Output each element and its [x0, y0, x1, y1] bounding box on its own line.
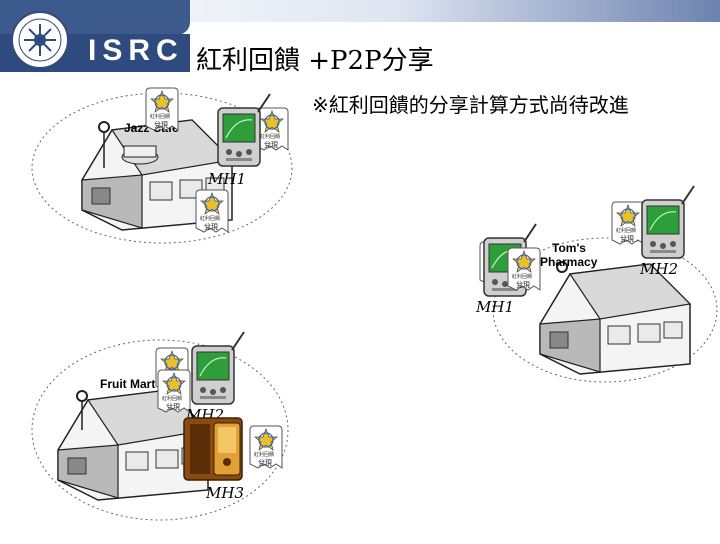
- device-label: MH1: [475, 298, 514, 316]
- page-title: 紅利回饋 +P2P分享: [196, 46, 434, 76]
- pda-device-brown-icon: [183, 417, 243, 481]
- toms-pharmacy-building: [539, 261, 691, 375]
- device-label: MH2: [639, 260, 678, 278]
- note-text: ※紅利回饋的分享計算方式尚待改進: [312, 93, 629, 117]
- store-sign-toms-pharmacy-line2: Pharmacy: [540, 255, 598, 269]
- device-label: MH3: [205, 484, 244, 502]
- jazz-cafe-building: [81, 119, 233, 231]
- store-sign-fruit-mart: Fruit Mart: [100, 377, 155, 391]
- device-label: MH1: [207, 170, 246, 188]
- zone-toms-pharmacy: [492, 237, 718, 383]
- coupon-icon: [255, 107, 289, 151]
- fruit-mart-building: [57, 389, 209, 501]
- store-sign-toms-pharmacy-line1: Tom's: [552, 241, 586, 255]
- pda-device-icon: [191, 331, 245, 405]
- coupon-icon: [611, 201, 645, 245]
- header-band: ISRC: [0, 0, 720, 82]
- coupon-icon: [145, 87, 179, 131]
- coupon-icon: [195, 189, 229, 233]
- coupon-icon: [507, 247, 541, 291]
- header-graphic: ISRC: [0, 0, 720, 72]
- brand-logo: ISRC: [88, 34, 184, 67]
- zone-fruit-mart: [31, 339, 289, 521]
- diagram: 紅利回饋 兌現: [0, 82, 720, 540]
- pda-device-icon: [641, 185, 695, 259]
- coupon-icon: [249, 425, 283, 469]
